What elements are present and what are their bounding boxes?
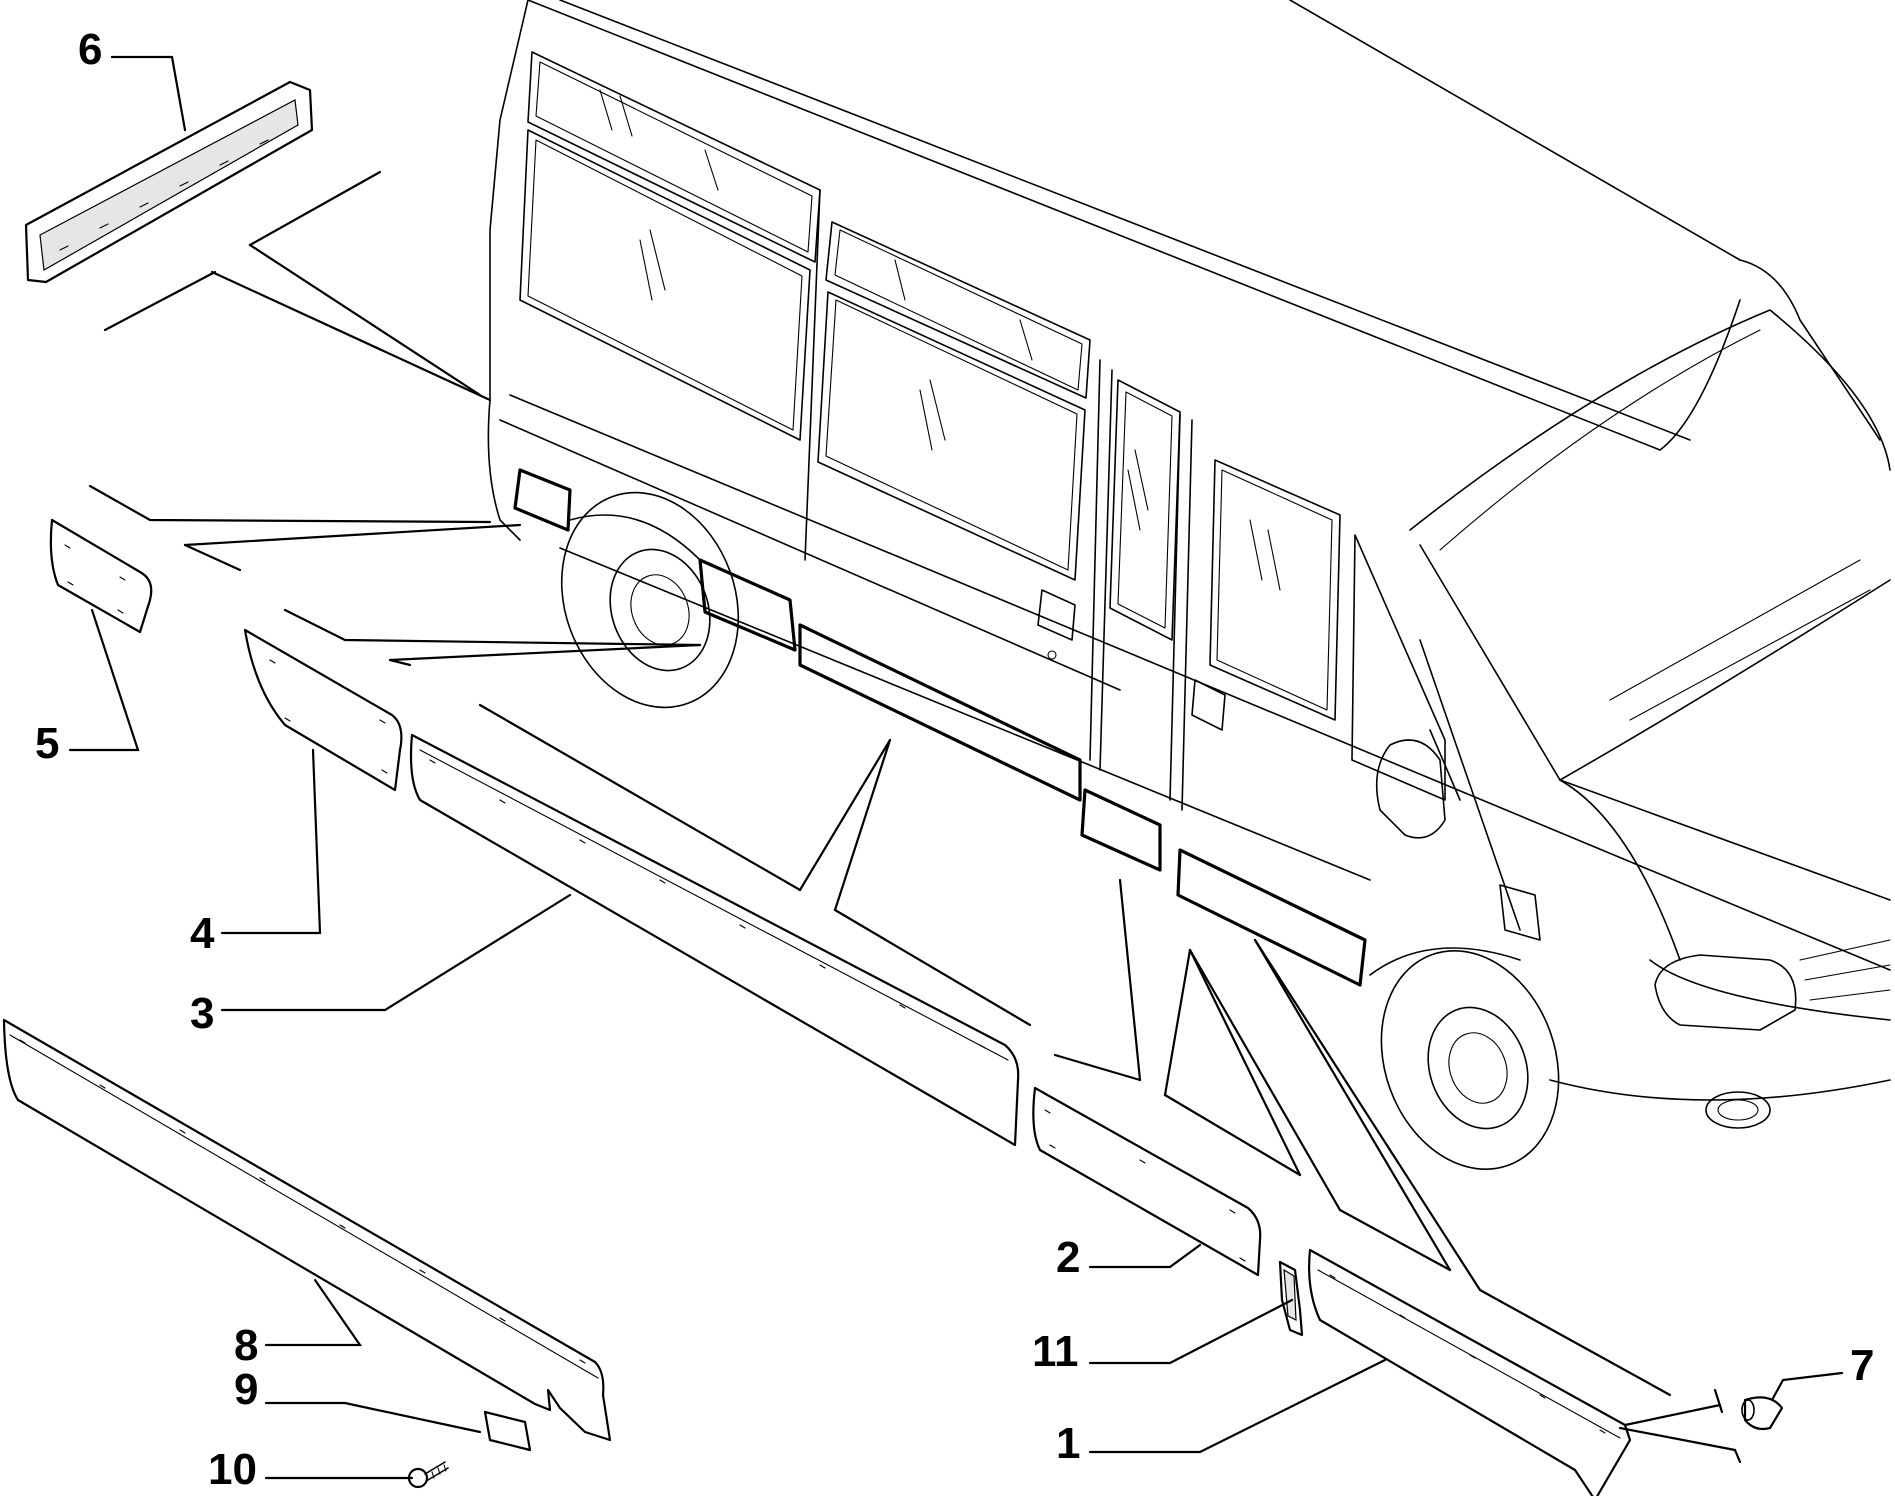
part-2-moulding: [1032, 1086, 1262, 1277]
callout-9: 9: [234, 1365, 258, 1414]
callout-leaders: [68, 55, 1844, 1480]
part-3-moulding: [409, 733, 1020, 1147]
callout-2: 2: [1056, 1233, 1080, 1282]
part-7-cap: [1741, 1396, 1784, 1431]
callout-11: 11: [1032, 1327, 1079, 1376]
callout-3: 3: [190, 989, 214, 1038]
part-10-screw: [407, 1461, 449, 1489]
part-9-clip: [483, 1410, 532, 1452]
callout-10: 10: [208, 1445, 257, 1494]
part-1-moulding: [1308, 1248, 1632, 1496]
part-4-moulding: [243, 628, 403, 792]
part-11-joint-cover: [1278, 1260, 1304, 1337]
part-8-sill-moulding: [2, 1018, 612, 1442]
callouts: 6 5 4 3 8 9 10 2 11 1 7: [35, 25, 1874, 1494]
part-6-rear-moulding: [24, 80, 314, 284]
callout-4: 4: [190, 909, 215, 958]
callout-6: 6: [78, 25, 102, 74]
callout-8: 8: [234, 1321, 258, 1370]
callout-7: 7: [1850, 1341, 1874, 1390]
van-body: [487, 0, 1891, 1170]
guide-lines: [88, 170, 1742, 1464]
part-5-moulding: [49, 518, 153, 634]
callout-5: 5: [35, 719, 59, 768]
callout-1: 1: [1056, 1419, 1080, 1468]
